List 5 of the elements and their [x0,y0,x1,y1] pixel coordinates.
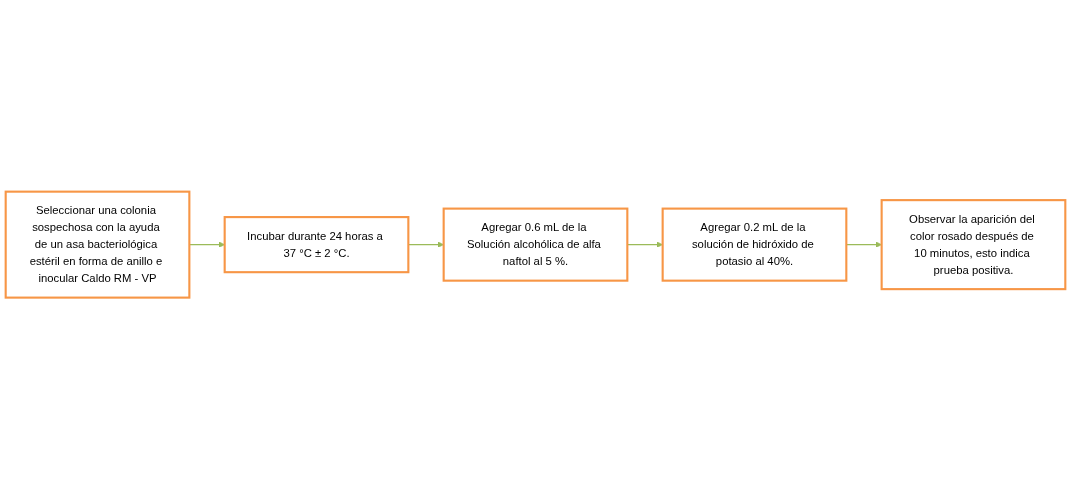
node-box: Agregar 0.6 mL de la Solución alcohólica de alfa naftol al 5 %. [442,207,629,283]
node-box: Agregar 0.2 mL de la solución de hidróxido de potasio al 40%. [661,207,848,283]
node-box: Observar la aparición del color rosado después de 10 minutos, esto indica prueba positiva. [880,199,1067,291]
node-box: Seleccionar una colonia sospechosa con la ayuda de un asa bacteriológica estéril en forma de anillo e inocular Caldo RM - VP [4,190,191,300]
node-box: Incubar durante 24 horas a 37 °C ± 2 °C. [223,216,410,274]
